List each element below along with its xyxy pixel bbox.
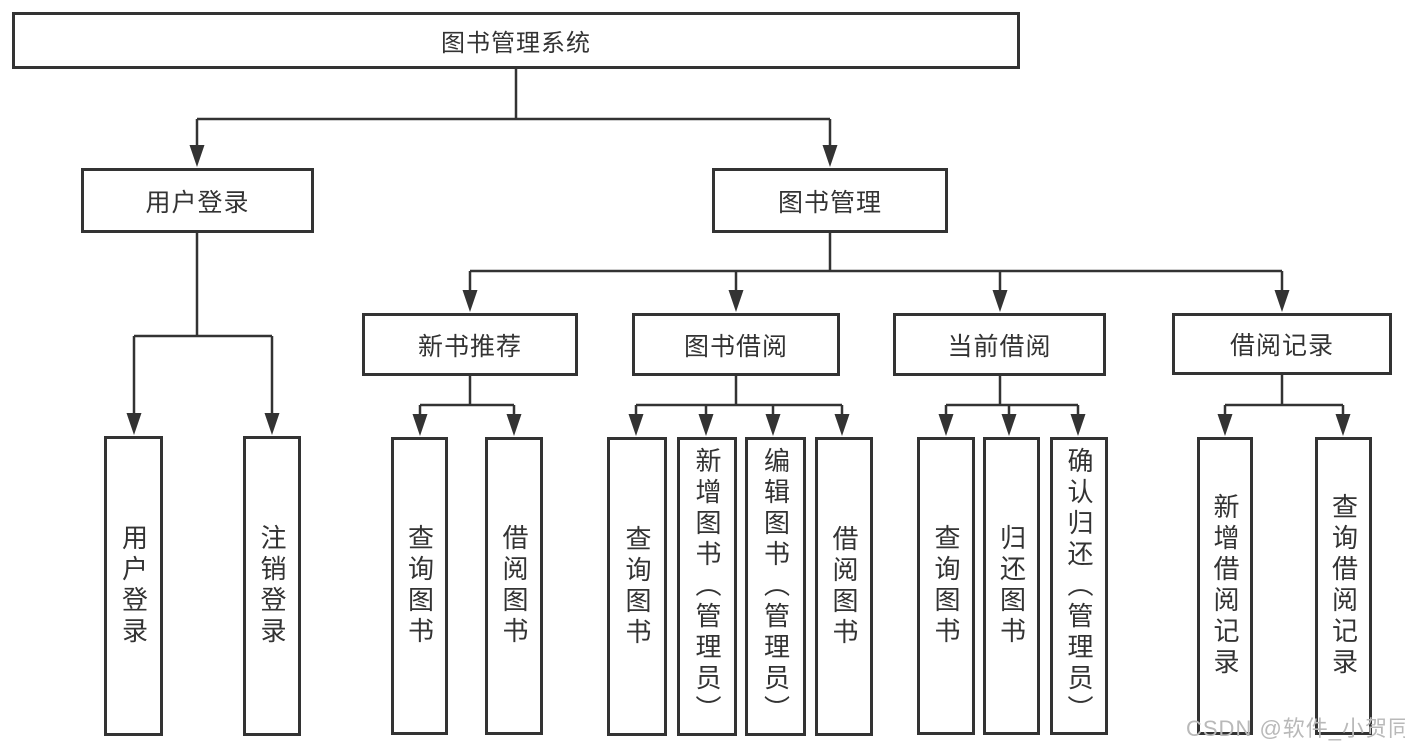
node-book-management: 图书管理 — [712, 168, 948, 233]
node-borrow-record: 借阅记录 — [1172, 313, 1392, 375]
node-label: 查询图书 — [622, 524, 652, 649]
node-user-login: 用户登录 — [81, 168, 314, 233]
connector-book-borrow-children — [634, 376, 844, 416]
node-label: 借阅图书 — [829, 524, 859, 649]
leaf-current-confirm-return-admin: 确认归还（管理员） — [1050, 437, 1108, 735]
node-label: 查询借阅记录 — [1328, 493, 1359, 679]
leaf-borrow-edit-book-admin: 编辑图书（管理员） — [745, 437, 806, 736]
node-current-borrow: 当前借阅 — [893, 313, 1106, 376]
arrowheads-root-to-level2 — [189, 145, 838, 167]
node-label: 新增借阅记录 — [1210, 493, 1240, 679]
node-label: 用户登录 — [145, 188, 250, 217]
connector-current-borrow-children — [944, 376, 1080, 416]
node-label: 用户登录 — [118, 524, 149, 648]
leaf-borrow-query-book: 查询图书 — [607, 437, 667, 736]
leaf-newbook-query-book: 查询图书 — [391, 437, 448, 735]
leaf-borrow-borrow-book: 借阅图书 — [815, 437, 873, 736]
node-label: 查询图书 — [404, 524, 435, 648]
leaf-borrow-add-book-admin: 新增图书（管理员） — [677, 437, 737, 736]
arrowheads-current-borrow-children — [938, 414, 1086, 436]
connector-book-management-children — [468, 233, 1284, 292]
node-label: 归还图书 — [996, 524, 1027, 648]
arrowheads-book-borrow-children — [628, 414, 850, 436]
connector-new-book-children — [418, 376, 516, 416]
node-label: 图书借阅 — [683, 332, 788, 361]
node-label: 图书管理 — [777, 188, 882, 217]
leaf-current-return-book: 归还图书 — [983, 437, 1040, 735]
leaf-newbook-borrow-book: 借阅图书 — [485, 437, 543, 735]
arrowheads-new-book-children — [412, 414, 522, 436]
node-new-book-recommend: 新书推荐 — [362, 313, 578, 376]
connector-root-to-level2 — [195, 68, 832, 148]
node-label: 确认归还（管理员） — [1064, 446, 1094, 726]
node-label: 新增图书（管理员） — [692, 447, 722, 726]
node-label: 编辑图书（管理员） — [760, 447, 791, 726]
node-label: 注销登录 — [257, 524, 287, 648]
node-label: 新书推荐 — [417, 332, 522, 361]
csdn-watermark: CSDN @软件_小贺同学 — [1186, 716, 1405, 741]
node-label: 借阅图书 — [499, 524, 529, 648]
arrowheads-book-management-children — [462, 290, 1290, 312]
node-label: 借阅记录 — [1229, 332, 1334, 360]
connector-borrow-record-children — [1223, 375, 1345, 416]
leaf-record-query: 查询借阅记录 — [1315, 437, 1372, 735]
node-book-borrow: 图书借阅 — [632, 313, 840, 376]
arrowheads-user-login-children — [126, 413, 280, 435]
node-label: 图书管理系统 — [441, 30, 591, 57]
node-label: 当前借阅 — [947, 332, 1052, 361]
leaf-current-query-book: 查询图书 — [917, 437, 975, 735]
node-root-system: 图书管理系统 — [12, 12, 1020, 69]
connector-user-login-children — [132, 233, 274, 416]
leaf-record-add: 新增借阅记录 — [1197, 437, 1253, 735]
leaf-logout-login: 注销登录 — [243, 436, 301, 736]
arrowheads-borrow-record-children — [1217, 414, 1351, 436]
node-label: 查询图书 — [931, 524, 961, 648]
leaf-user-login: 用户登录 — [104, 436, 163, 736]
